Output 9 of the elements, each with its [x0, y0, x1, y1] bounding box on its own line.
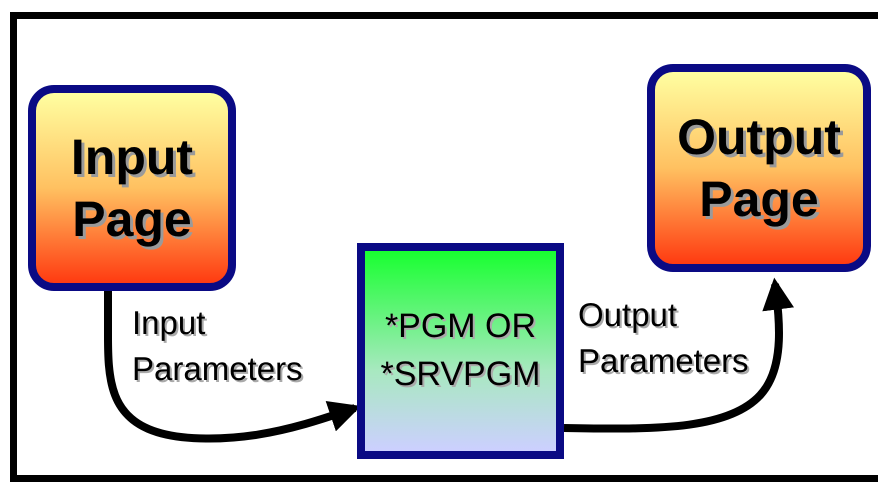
- program-box: [357, 243, 564, 459]
- node-label: Output Page: [676, 108, 842, 229]
- rounded-page-box: [28, 85, 236, 291]
- rounded-page-box: [647, 64, 871, 272]
- node-label: Input Page: [70, 128, 194, 249]
- curved-arrow: [564, 278, 794, 433]
- edge-label: Input Parameters: [132, 303, 304, 390]
- node-label: *PGM OR *SRVPGM: [380, 306, 540, 395]
- edge-label: Output Parameters: [578, 295, 750, 382]
